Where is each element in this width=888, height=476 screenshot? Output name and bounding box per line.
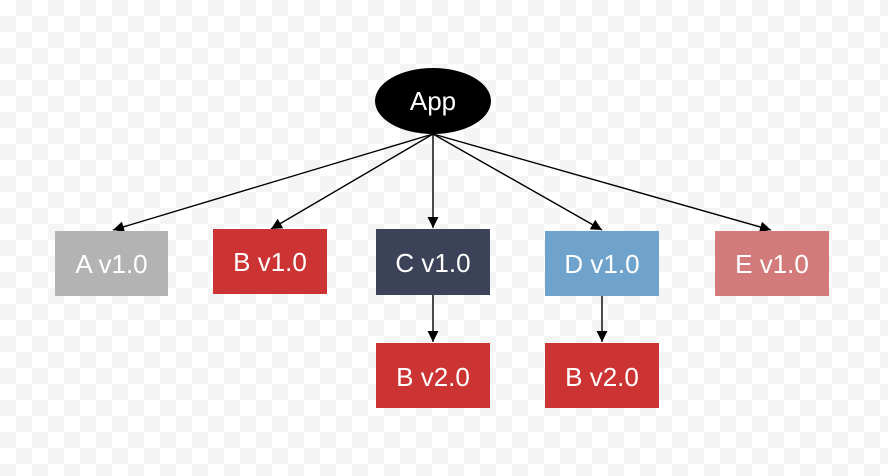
node-b-v2-under-d-label: B v2.0	[565, 362, 639, 392]
node-b-v2-under-d: B v2.0	[545, 343, 659, 408]
node-a-v1-label: A v1.0	[75, 249, 147, 279]
node-a-v1-shape	[55, 231, 168, 296]
node-d-v1: D v1.0	[545, 231, 659, 296]
node-e-v1-shape	[715, 231, 829, 296]
node-e-v1: E v1.0	[715, 231, 829, 296]
node-b-v1-shape	[213, 229, 327, 294]
edge-app-to-e	[432, 133, 772, 233]
node-b-v2-under-c: B v2.0	[376, 343, 490, 408]
node-b-v2-under-d-shape	[545, 343, 659, 408]
edge-app-to-a	[112, 133, 434, 233]
edges	[112, 133, 772, 342]
node-c-v1-shape	[376, 229, 490, 295]
node-b-v1: B v1.0	[213, 229, 327, 294]
node-e-v1-label: E v1.0	[735, 249, 809, 279]
node-a-v1: A v1.0	[55, 231, 168, 296]
node-d-v1-label: D v1.0	[564, 249, 639, 279]
node-b-v2-under-c-shape	[376, 343, 490, 408]
edge-app-to-b1	[270, 133, 434, 230]
node-app: App	[375, 68, 491, 134]
node-b-v1-label: B v1.0	[233, 247, 307, 277]
node-b-v2-under-c-label: B v2.0	[396, 362, 470, 392]
edge-app-to-d	[432, 133, 603, 231]
node-app-label: App	[410, 86, 456, 116]
node-d-v1-shape	[545, 231, 659, 296]
node-app-shape	[375, 68, 491, 134]
node-c-v1: C v1.0	[376, 229, 490, 295]
node-c-v1-label: C v1.0	[395, 248, 470, 278]
